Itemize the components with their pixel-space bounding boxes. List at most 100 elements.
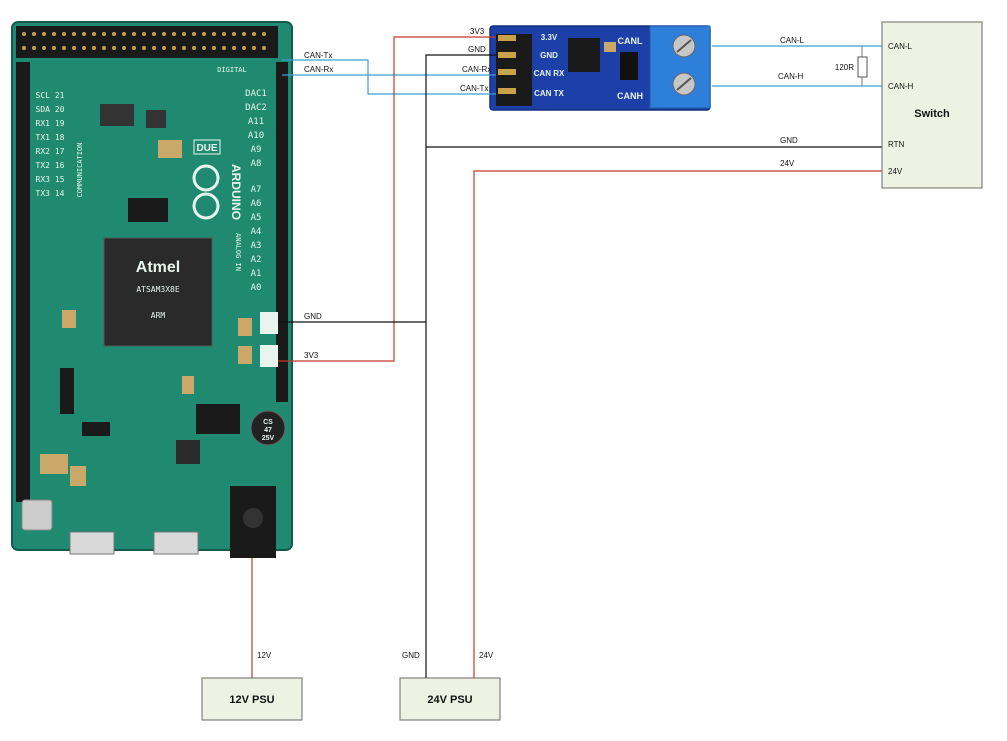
regulator <box>100 104 134 126</box>
switch-title: Switch <box>914 108 950 120</box>
arduino-due-board: Atmel ATSAM3X8E ARM ARDUINO DUE DAC1 DAC… <box>11 21 293 558</box>
chip-part: ATSAM3X8E <box>136 285 180 294</box>
label-12v: 12V <box>257 651 272 660</box>
comm-pin-label: TX1 18 <box>36 133 65 142</box>
canl-silk: CANL <box>618 36 643 46</box>
wire-gnd-module <box>425 54 496 678</box>
analog-pin-label: DAC2 <box>245 103 267 113</box>
spi-header <box>128 198 168 222</box>
label-3v3-module: 3V3 <box>470 27 485 36</box>
psu-24v-title: 24V PSU <box>427 694 472 706</box>
comm-pin-label: SDA 20 <box>36 105 65 114</box>
smd-cap <box>70 466 86 486</box>
label-24v-psu: 24V <box>479 651 494 660</box>
comm-pin-label: TX3 14 <box>36 189 65 198</box>
module-pin-label: CAN TX <box>534 89 564 98</box>
termination-resistor: 120R <box>835 46 868 86</box>
smd-cap <box>40 454 68 474</box>
module-pin-label: CAN RX <box>534 69 565 78</box>
can-transceiver-module: 3.3V GND CAN RX CAN TX CANL CANH <box>489 25 711 111</box>
canh-silk: CANH <box>617 91 643 101</box>
analog-pin-labels: DAC1 DAC2 A11 A10 A9 A8 A7 A6 A5 A4 A3 A… <box>245 89 267 293</box>
psu-12v: 12V PSU <box>201 677 303 721</box>
small-header <box>60 368 74 414</box>
label-gnd-module: GND <box>468 45 486 54</box>
arduino-logo-icon <box>192 164 220 220</box>
cap-text: 47 <box>264 427 272 434</box>
comm-pin-label: RX2 17 <box>36 147 65 156</box>
psu-24v: 24V PSU <box>399 677 501 721</box>
comm-section-label: COMMUNICATION <box>76 143 84 198</box>
comm-pin-label: SCL 21 <box>36 91 65 100</box>
label-canrx-board: CAN-Rx <box>304 65 333 74</box>
can-transceiver-ic <box>568 38 600 72</box>
wire-24v <box>473 170 884 678</box>
atsam3x8e-chip <box>103 237 213 347</box>
board-model: DUE <box>196 143 217 154</box>
analog-pin-label: DAC1 <box>245 89 267 99</box>
gnd-pin-pad <box>260 312 278 334</box>
analog-pin-label: A7 <box>251 185 262 195</box>
chip-arch: ARM <box>151 311 166 320</box>
v33-pin-pad <box>260 345 278 367</box>
usb-port <box>69 531 115 555</box>
reset-button <box>21 499 53 531</box>
switch-pin-rtn: RTN <box>888 140 905 149</box>
analog-pin-label: A0 <box>251 283 262 293</box>
jumper <box>620 52 638 80</box>
usb-ic <box>176 440 200 464</box>
usb-port <box>153 531 199 555</box>
label-3v3-board: 3V3 <box>304 351 319 360</box>
smd-cap <box>238 318 252 336</box>
smd-cap <box>238 346 252 364</box>
analog-pin-label: A4 <box>251 227 262 237</box>
label-canrx-module: CAN-Rx <box>462 65 491 74</box>
analog-pin-label: A9 <box>251 145 262 155</box>
wire-labels: CAN-Tx CAN-Rx 3V3 GND CAN-Rx CAN-Tx CAN-… <box>257 27 805 660</box>
chip-brand: Atmel <box>136 259 180 276</box>
resistor-label: 120R <box>835 63 854 72</box>
label-cantx-module: CAN-Tx <box>460 84 488 93</box>
analog-section-label: ANALOG IN <box>234 233 242 271</box>
wire-3v3 <box>278 36 496 362</box>
cap-text: CS <box>263 419 273 426</box>
analog-pin-label: A1 <box>251 269 262 279</box>
electrolytic-capacitor: CS 47 25V <box>250 410 286 446</box>
top-pin-header <box>16 26 278 58</box>
label-gnd-switch: GND <box>780 136 798 145</box>
label-canl: CAN-L <box>780 36 805 45</box>
analog-pin-label: A11 <box>248 117 264 127</box>
wire-can-tx <box>282 59 496 95</box>
crystal <box>158 140 182 158</box>
label-gnd-board: GND <box>304 312 322 321</box>
header-pins <box>22 32 266 50</box>
wires <box>251 36 884 678</box>
switch-pin-24v: 24V <box>888 167 903 176</box>
switch-pin-canh: CAN-H <box>888 82 914 91</box>
module-pin-label: 3.3V <box>541 33 558 42</box>
label-cantx-board: CAN-Tx <box>304 51 332 60</box>
analog-pin-label: A6 <box>251 199 262 209</box>
left-pin-header <box>16 62 30 502</box>
cap-text: 25V <box>262 435 275 442</box>
right-pin-header <box>276 62 288 402</box>
board-brand: ARDUINO <box>229 164 243 220</box>
digital-section-label: DIGITAL <box>217 66 247 74</box>
label-24v-switch: 24V <box>780 159 795 168</box>
smd-cap <box>182 376 194 394</box>
analog-pin-label: A10 <box>248 131 264 141</box>
psu-12v-title: 12V PSU <box>229 694 274 706</box>
jtag-header <box>196 404 240 434</box>
comm-pin-label: RX3 15 <box>36 175 65 184</box>
label-canh: CAN-H <box>778 72 804 81</box>
analog-pin-label: A3 <box>251 241 262 251</box>
switch-box: Switch CAN-L CAN-H RTN 24V <box>881 21 983 189</box>
ic-small <box>146 110 166 128</box>
icsp-header <box>82 422 110 436</box>
analog-pin-label: A8 <box>251 159 262 169</box>
comm-pin-label: RX1 19 <box>36 119 65 128</box>
resistor-icon <box>857 56 868 78</box>
analog-pin-label: A5 <box>251 213 262 223</box>
switch-pin-canl: CAN-L <box>888 42 913 51</box>
